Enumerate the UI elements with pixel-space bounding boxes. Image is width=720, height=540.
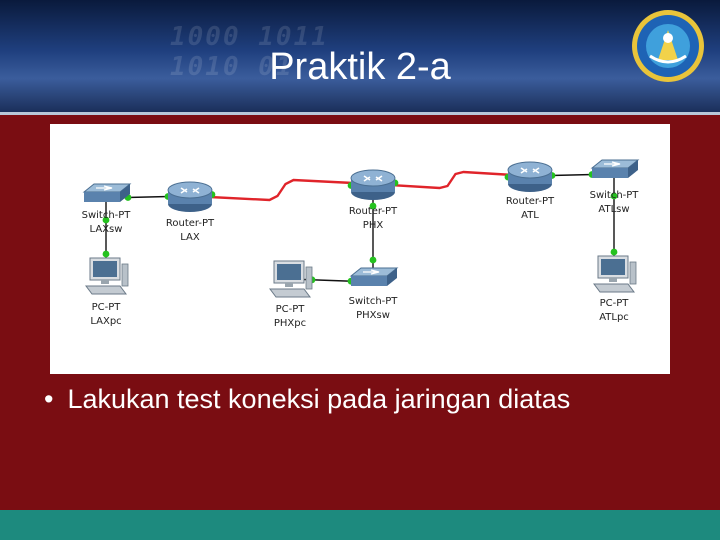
device-name-label: PHXpc	[274, 318, 306, 329]
link-PHX-ATL	[372, 170, 531, 190]
port-indicator	[102, 216, 110, 224]
pc-ATLpc[interactable]	[593, 255, 637, 293]
router-icon	[350, 169, 396, 200]
tut-wuri-handayani-logo	[632, 10, 704, 82]
pc-icon	[85, 257, 129, 295]
device-name-label: LAX	[180, 232, 200, 243]
device-name-label: PHX	[363, 220, 384, 231]
router-PHX[interactable]	[350, 169, 396, 200]
device-name-label: ATL	[521, 210, 539, 221]
router-LAX[interactable]	[167, 181, 213, 212]
device-type-label: Switch-PT	[82, 210, 132, 221]
router-icon	[167, 181, 213, 212]
device-type-label: PC-PT	[92, 302, 122, 313]
port-indicator	[369, 202, 377, 210]
device-name-label: ATLsw	[598, 204, 629, 215]
port-indicator	[610, 192, 618, 200]
port-indicator	[369, 256, 377, 264]
device-type-label: PC-PT	[600, 298, 630, 309]
device-type-label: Switch-PT	[590, 190, 640, 201]
device-type-label: Router-PT	[349, 206, 398, 217]
pc-icon	[269, 260, 313, 298]
bullet-item: • Lakukan test koneksi pada jaringan diat…	[44, 384, 570, 415]
router-icon	[507, 161, 553, 192]
bullet-text: Lakukan test koneksi pada jaringan diata…	[67, 384, 571, 414]
slide-footer	[0, 510, 720, 540]
router-ATL[interactable]	[507, 161, 553, 192]
device-type-label: Router-PT	[166, 218, 215, 229]
link-LAX-PHX	[189, 178, 374, 202]
pc-PHXpc[interactable]	[269, 260, 313, 298]
header-binary-decoration: 1000 1011 1010 01	[170, 22, 329, 82]
slide-header: 1000 1011 1010 01 Praktik 2-a	[0, 0, 720, 112]
pc-LAXpc[interactable]	[85, 257, 129, 295]
device-name-label: LAXpc	[90, 316, 121, 327]
device-type-label: Router-PT	[506, 196, 555, 207]
device-name-label: ATLpc	[599, 312, 629, 323]
switch-icon	[82, 183, 132, 202]
device-type-label: Switch-PT	[349, 296, 399, 307]
port-indicator	[102, 250, 110, 258]
switch-LAXsw[interactable]	[82, 183, 132, 202]
device-type-label: PC-PT	[276, 304, 306, 315]
device-name-label: LAXsw	[90, 224, 123, 235]
pc-icon	[593, 255, 637, 293]
bullet-dot: •	[44, 384, 54, 414]
switch-icon	[590, 159, 640, 178]
switch-PHXsw[interactable]	[349, 267, 399, 286]
switch-icon	[349, 267, 399, 286]
switch-ATLsw[interactable]	[590, 159, 640, 178]
device-name-label: PHXsw	[356, 310, 390, 321]
slide-title: Praktik 2-a	[269, 46, 451, 88]
port-indicator	[610, 248, 618, 256]
